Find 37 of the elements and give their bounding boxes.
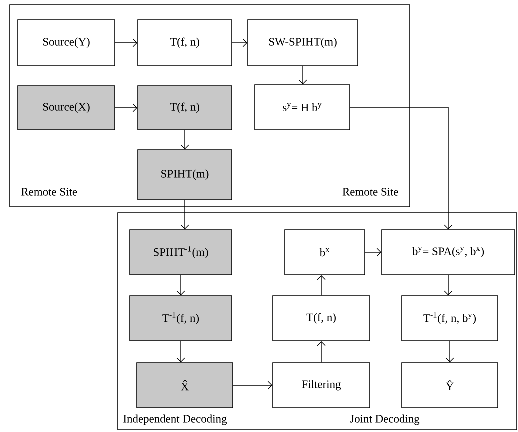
arrow (233, 381, 273, 390)
site-frame (118, 212, 518, 430)
process-box: T(f, n) (138, 20, 232, 66)
process-box: T$^{-1}$(f, n, b$^{y}$) (402, 296, 498, 342)
arrow (180, 130, 190, 150)
process-box: b$^{y}$= SPA(s$^{y}$, b$^{x}$) (382, 230, 516, 276)
arrow (365, 248, 382, 257)
process-box: T(f, n) (272, 296, 370, 342)
process-box: Source(X) (18, 86, 116, 130)
site-frame (10, 4, 410, 208)
arrow (298, 66, 308, 85)
arrow (232, 38, 248, 48)
site-label: Independent Decoding (124, 414, 228, 426)
process-box: SPIHT$^{-1}$(m) (130, 230, 232, 276)
process-box: s$^{y}$= H b$^{y}$ (254, 84, 350, 130)
process-box: Source(Y) (18, 20, 116, 66)
arrow (115, 38, 138, 48)
process-box: T(f, n) (138, 86, 232, 130)
process-box: Ŷ (402, 362, 498, 408)
site-label: Joint Decoding (350, 414, 420, 426)
process-box: Filtering (272, 362, 370, 408)
arrow (444, 275, 453, 296)
arrow (115, 104, 138, 112)
process-box: SW-SPIHT(m) (248, 20, 358, 66)
site-label: Remote Site (22, 188, 78, 196)
process-box: SPIHT(m) (138, 150, 232, 200)
arrow (446, 341, 454, 363)
process-box: b$^{x}$ (284, 230, 366, 276)
arrow (350, 107, 453, 230)
process-box: T$^{-1}$(f, n) (130, 296, 232, 342)
arrow (176, 341, 186, 363)
site-label: Remote Site (342, 188, 398, 196)
arrow (317, 275, 326, 296)
arrow (317, 341, 326, 363)
arrow (176, 275, 186, 296)
process-box: X̂ (136, 362, 234, 408)
arrow (180, 200, 190, 230)
